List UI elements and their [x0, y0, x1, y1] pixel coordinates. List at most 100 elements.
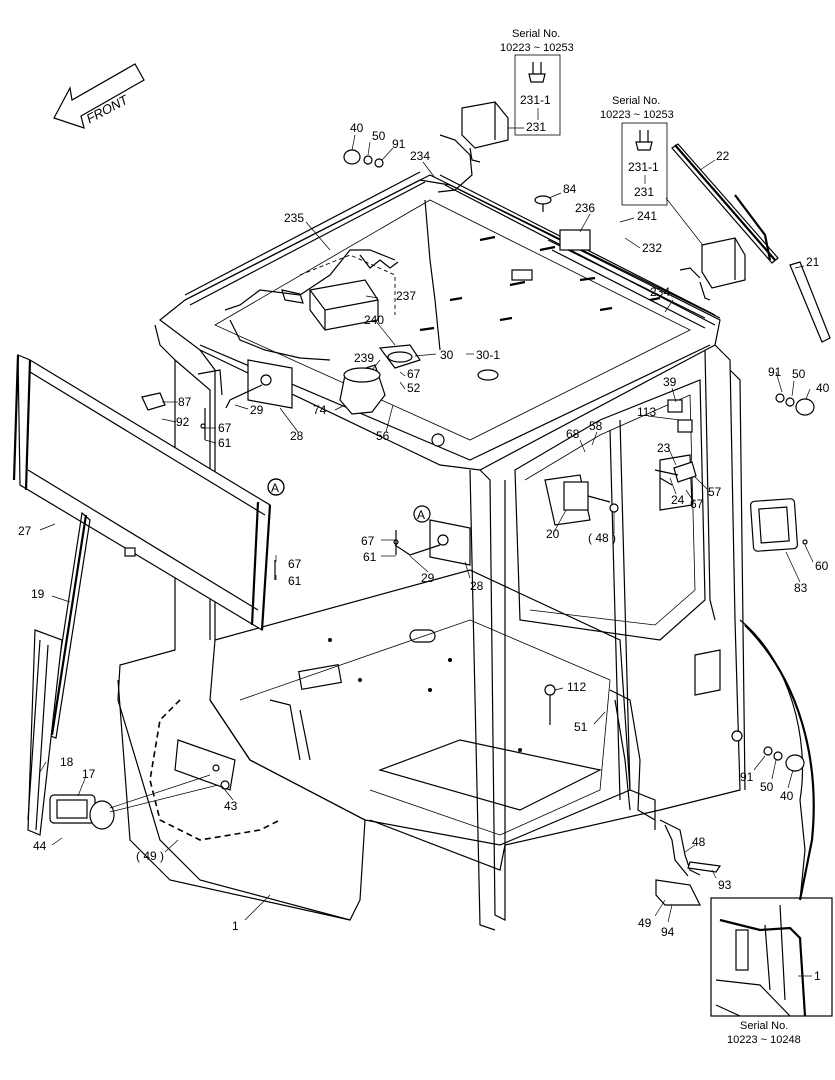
lamp-mount-lower — [763, 746, 805, 772]
leader-lines — [39, 134, 814, 923]
inset-detail: Serial No. 10223 ~ 10248 1 — [710, 897, 833, 1046]
section-marker-a-1: A — [267, 478, 285, 496]
callout-67e: 67 — [361, 534, 375, 548]
callout-92: 92 — [176, 415, 190, 429]
callout-67c: 67 — [690, 497, 704, 511]
inset-title: Serial No. — [740, 1020, 788, 1032]
cab-body-left — [117, 324, 366, 921]
callout-50c: 50 — [760, 780, 774, 794]
callout-87: 87 — [178, 395, 192, 409]
callout-43: 43 — [224, 799, 238, 813]
front-wiper — [27, 511, 91, 836]
callout-91b: 91 — [768, 365, 782, 379]
callout-40b: 40 — [816, 381, 830, 395]
roof-rails — [184, 171, 716, 329]
callout-28a: 28 — [290, 429, 304, 443]
callout-21: 21 — [806, 255, 820, 269]
callout-237: 237 — [396, 289, 416, 303]
inset-range: 10223 ~ 10248 — [727, 1034, 801, 1046]
callout-84: 84 — [563, 182, 577, 196]
callout-29b: 29 — [421, 571, 435, 585]
callout-91c: 91 — [740, 770, 754, 784]
callout-61a: 61 — [218, 436, 232, 450]
callout-61b: 61 — [288, 574, 302, 588]
callout-40c: 40 — [780, 789, 794, 803]
callout-20: 20 — [546, 527, 560, 541]
cab-body-right — [369, 344, 815, 931]
serial-box-2-range: 10223 ~ 10253 — [600, 109, 674, 121]
callout-56: 56 — [376, 429, 390, 443]
callout-91a: 91 — [392, 137, 406, 151]
callout-236: 236 — [575, 201, 595, 215]
serial-box-1-part-b: 231 — [526, 120, 546, 134]
callout-60: 60 — [815, 559, 829, 573]
callout-239: 239 — [354, 351, 374, 365]
callout-58: 58 — [589, 419, 603, 433]
section-marker-a-2-text: A — [417, 508, 425, 522]
callout-49a: ( 49 ) — [136, 849, 164, 863]
callout-234a: 234 — [410, 149, 430, 163]
callout-39: 39 — [663, 375, 677, 389]
callout-241: 241 — [637, 209, 657, 223]
callout-93: 93 — [718, 878, 732, 892]
sunshade — [12, 354, 285, 632]
serial-box-2: Serial No. 10223 ~ 10253 231-1 231 — [600, 95, 706, 249]
callout-94: 94 — [661, 925, 675, 939]
callout-49b: 49 — [638, 916, 652, 930]
harness-48 — [609, 689, 722, 906]
rear-frame — [514, 379, 706, 641]
callout-44: 44 — [33, 839, 47, 853]
callout-67d: 67 — [288, 557, 302, 571]
callout-113: 113 — [637, 405, 656, 419]
callout-24: 24 — [671, 493, 685, 507]
callout-40a: 40 — [350, 121, 364, 135]
callout-67b: 67 — [218, 421, 232, 435]
callout-48a: ( 48 ) — [588, 531, 616, 545]
callout-234b: 234 — [650, 285, 670, 299]
callout-235: 235 — [284, 211, 304, 225]
front-arrow: FRONT — [53, 63, 145, 129]
callout-50a: 50 — [372, 129, 386, 143]
callout-51: 51 — [574, 720, 588, 734]
callout-112: 112 — [567, 680, 586, 694]
cab-floor — [209, 569, 631, 846]
callout-19: 19 — [31, 587, 45, 601]
switch-group — [563, 399, 697, 513]
knob-84 — [534, 195, 552, 212]
callout-30-1: 30-1 — [476, 348, 500, 362]
section-marker-a-2: A — [413, 505, 431, 523]
callout-232: 232 — [642, 241, 662, 255]
inset-callout: 1 — [814, 969, 821, 983]
front-label: FRONT — [84, 92, 132, 127]
callout-30: 30 — [440, 348, 454, 362]
serial-box-2-part-b: 231 — [634, 185, 654, 199]
electrical-box — [224, 199, 441, 361]
work-lamp-front — [437, 101, 509, 193]
callout-22: 22 — [716, 149, 730, 163]
callout-29a: 29 — [250, 403, 264, 417]
callout-18: 18 — [60, 755, 74, 769]
rear-wiper-arm — [789, 261, 831, 343]
serial-box-1-range: 10223 ~ 10253 — [500, 42, 574, 54]
mirror-right — [394, 519, 471, 566]
lamp-mount-right — [775, 393, 815, 416]
callout-61c: 61 — [363, 550, 377, 564]
serial-box-1-part-a: 231-1 — [520, 93, 551, 107]
work-lamp-rear — [679, 237, 746, 301]
callout-57: 57 — [708, 485, 722, 499]
serial-box-2-part-a: 231-1 — [628, 160, 659, 174]
callout-17: 17 — [82, 767, 96, 781]
serial-box-1-title: Serial No. — [512, 28, 560, 40]
callout-48b: 48 — [692, 835, 706, 849]
section-marker-a-1-text: A — [271, 481, 279, 495]
plate-83 — [749, 498, 808, 552]
callout-50b: 50 — [792, 367, 806, 381]
cab-roof — [159, 174, 721, 471]
callout-28b: 28 — [470, 579, 484, 593]
lamp-mount-top — [343, 149, 384, 168]
callout-74: 74 — [313, 403, 327, 417]
callout-52: 52 — [407, 381, 421, 395]
callout-27: 27 — [18, 524, 32, 538]
serial-box-1: Serial No. 10223 ~ 10253 231-1 231 — [500, 28, 574, 136]
